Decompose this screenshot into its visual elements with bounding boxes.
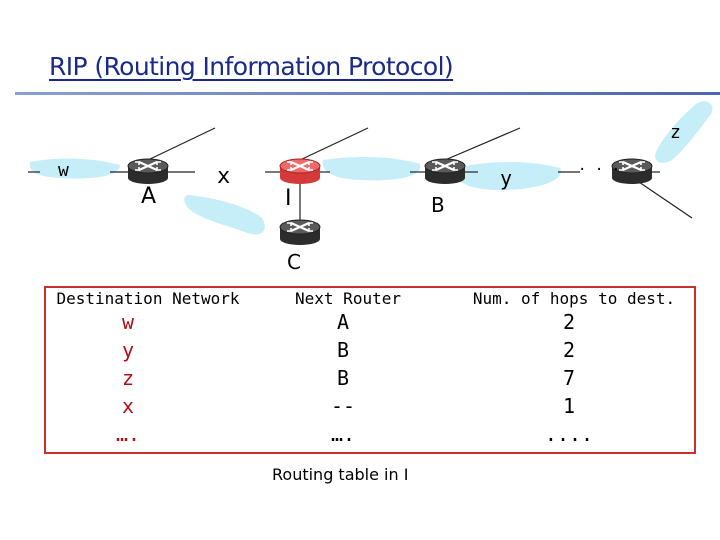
label-network-x: x xyxy=(217,164,231,189)
column-hops: Num. of hops to dest. 2 2 7 1 .... xyxy=(454,286,694,448)
table-caption: Routing table in I xyxy=(272,465,409,484)
next-router-row: …. xyxy=(330,422,356,446)
next-router-row: B xyxy=(336,366,350,390)
hops-row: 2 xyxy=(562,310,576,334)
network-w-blob xyxy=(29,158,120,179)
title-divider xyxy=(15,92,720,95)
label-network-y: y xyxy=(500,166,513,190)
label-router-a: A xyxy=(141,184,157,209)
header-next-router: Next Router xyxy=(295,289,401,308)
destination-row: x xyxy=(121,394,135,418)
hops-cells: 2 2 7 1 .... xyxy=(444,308,694,448)
next-router-row: A xyxy=(336,310,350,334)
network-mid-blob xyxy=(322,156,421,181)
column-destination: Destination Network w y z x …. xyxy=(48,286,248,448)
destination-cells: w y z x …. xyxy=(8,308,248,448)
column-next-router: Next Router A B B -- …. xyxy=(268,286,428,448)
label-network-z: z xyxy=(670,122,681,143)
network-x-blob xyxy=(184,195,265,235)
destination-row: y xyxy=(121,338,135,362)
page-title: RIP (Routing Information Protocol) xyxy=(49,52,454,81)
router-a-icon xyxy=(126,157,170,186)
router-c-icon xyxy=(278,218,322,247)
destination-row: w xyxy=(121,310,135,334)
header-hops: Num. of hops to dest. xyxy=(472,289,676,308)
hops-row: 1 xyxy=(562,394,576,418)
router-i-icon xyxy=(279,158,321,184)
next-router-row: -- xyxy=(330,394,356,418)
router-b-icon xyxy=(423,157,467,186)
next-router-row: B xyxy=(336,338,350,362)
hops-row: 2 xyxy=(562,338,576,362)
network-z-blob xyxy=(655,101,713,163)
hops-row: .... xyxy=(544,422,594,446)
destination-row: z xyxy=(121,366,135,390)
destination-row: …. xyxy=(115,422,141,446)
header-destination: Destination Network xyxy=(56,289,240,308)
next-router-cells: A B B -- …. xyxy=(258,308,428,448)
label-ellipsis: . . . xyxy=(578,158,621,174)
routing-table-frame xyxy=(44,286,696,454)
network-y-blob xyxy=(454,162,561,190)
label-router-i: I xyxy=(285,186,292,211)
label-network-w: w xyxy=(58,160,69,181)
label-router-c: C xyxy=(287,250,301,274)
hops-row: 7 xyxy=(562,366,576,390)
label-router-b: B xyxy=(431,193,445,217)
